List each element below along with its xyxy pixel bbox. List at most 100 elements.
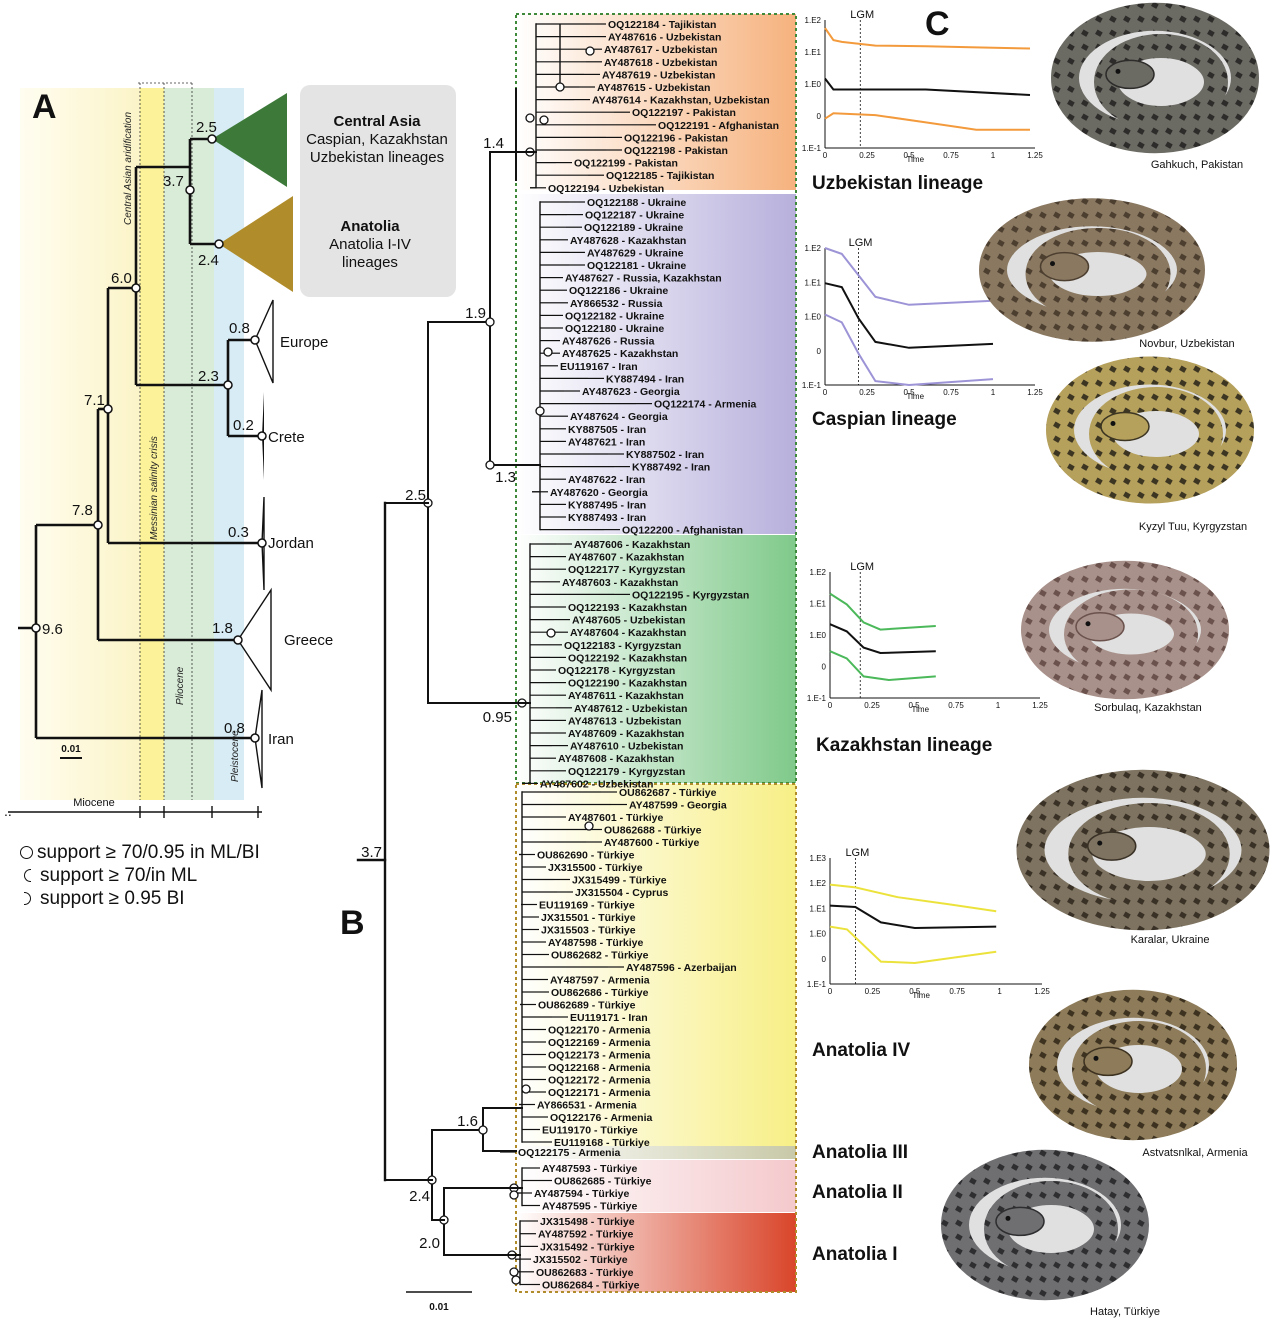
anatolia-title: Anatolia [300, 218, 440, 236]
support-node [536, 407, 544, 415]
y-tick-label: 1.E0 [810, 631, 827, 640]
photo-caption-kyzyl-tuu: Kyzyl Tuu, Kyrgyzstan [1108, 521, 1278, 533]
snake-eye [1094, 1056, 1099, 1061]
snake-head [1076, 613, 1124, 641]
tip-label: KY887505 - Iran [568, 424, 646, 436]
tip-label: OU862689 - Türkiye [538, 1000, 636, 1012]
tip-label: OQ122193 - Kazakhstan [568, 602, 687, 614]
tip-label: OQ122195 - Kyrgyzstan [632, 589, 749, 601]
tip-label: OU862687 - Türkiye [619, 787, 717, 799]
tip-label: AY487606 - Kazakhstan [574, 539, 690, 551]
tip-label: OQ122182 - Ukraine [565, 310, 664, 322]
tip-label: OQ122198 - Pakistan [624, 145, 728, 157]
label-anatolia-iii: Anatolia III [812, 1142, 908, 1164]
tip-label: OU862683 - Türkiye [536, 1267, 634, 1279]
panel-b-label: B [340, 904, 365, 943]
y-tick-label: 1.E0 [805, 313, 822, 322]
tip-label: OQ122185 - Tajikistan [606, 170, 714, 182]
tip-label: AY487627 - Russia, Kazakhstan [565, 273, 722, 285]
tip-label: AY487615 - Uzbekistan [597, 82, 710, 94]
anatolia-callout: Anatolia Anatolia I-IV lineages [300, 218, 440, 272]
support-node [486, 461, 494, 469]
right-half-circle-icon [24, 892, 31, 905]
hpd-lower-line [830, 651, 936, 680]
tip-label: OQ122190 - Kazakhstan [568, 678, 687, 690]
tip-label: OQ122187 - Ukraine [585, 210, 684, 222]
legend-item-both: support ≥ 70/0.95 in ML/BI [20, 841, 260, 864]
x-tick-label: 0.75 [949, 987, 965, 996]
tip-label: KY887492 - Iran [632, 462, 710, 474]
tip-label: OQ122184 - Tajikistan [608, 19, 716, 31]
y-tick-label: 1.E1 [805, 48, 822, 57]
tip-label: OQ122186 - Ukraine [569, 285, 668, 297]
snake-photo-5 [1028, 784, 1266, 928]
snake-eye [1097, 841, 1102, 846]
support-node [486, 318, 494, 326]
tip-label: EU119171 - Iran [570, 1012, 648, 1024]
snake-photo-1 [1064, 17, 1254, 151]
legend-label-both: support ≥ 70/0.95 in ML/BI [37, 842, 260, 863]
y-tick-label: 1.E2 [810, 879, 827, 888]
central-asia-title: Central Asia [292, 113, 462, 131]
y-tick-label: 1.E1 [810, 600, 827, 609]
label-anatolia-iv: Anatolia IV [812, 1040, 910, 1062]
tip-label: AY487596 - Azerbaijan [626, 962, 737, 974]
tip-label: AY487620 - Georgia [550, 487, 648, 499]
y-tick-label: 0 [822, 663, 827, 672]
median-line [825, 79, 1030, 96]
photo-caption-gahkuch: Gahkuch, Pakistan [1112, 159, 1282, 171]
photo-caption-karalar: Karalar, Ukraine [1085, 934, 1255, 946]
y-tick-label: 0 [817, 112, 822, 121]
tip-label: JX315502 - Türkiye [533, 1254, 628, 1266]
tip-label: OU862686 - Türkiye [551, 987, 649, 999]
snake-photo-7 [954, 1164, 1144, 1298]
support-node [526, 114, 534, 122]
snake-eye [1111, 421, 1116, 426]
tip-label: OQ122172 - Armenia [548, 1075, 650, 1087]
legend-label-bi: support ≥ 0.95 BI [40, 888, 185, 909]
support-node [512, 1276, 520, 1284]
node-age: 2.5 [405, 487, 426, 504]
anatolia-sub-2: lineages [300, 254, 440, 272]
x-tick-label: 0.75 [948, 701, 964, 710]
central-asia-sub-1: Caspian, Kazakhstan [292, 131, 462, 149]
x-tick-label: 1.25 [1027, 151, 1043, 160]
lgm-label: LGM [850, 9, 874, 21]
hpd-upper-line [830, 594, 936, 630]
support-node [556, 83, 564, 91]
support-node [540, 116, 548, 124]
tip-label: AY487594 - Türkiye [534, 1188, 630, 1200]
x-tick-label: 0.75 [943, 388, 959, 397]
x-tick-label: 1 [991, 151, 996, 160]
hpd-lower-line [825, 113, 1030, 129]
tip-label: OQ122171 - Armenia [548, 1087, 650, 1099]
skyline-plot-uzbekistan: 1.E21.E11.E001.E-100.250.50.7511.25TimeL… [802, 9, 1043, 164]
photo-caption-astvatsnlkal: Astvatsnlkal, Armenia [1110, 1147, 1280, 1159]
central-asia-callout: Central Asia Caspian, Kazakhstan Uzbekis… [292, 113, 462, 167]
tip-label: OQ122200 - Afghanistan [622, 525, 743, 537]
tip-label: OQ122174 - Armenia [654, 399, 756, 411]
lgm-label: LGM [850, 561, 874, 573]
x-tick-label: 0.25 [859, 151, 875, 160]
lgm-label: LGM [849, 237, 873, 249]
x-tick-label: 1 [991, 388, 996, 397]
x-tick-label: 0.75 [943, 151, 959, 160]
y-tick-label: 1.E0 [805, 80, 822, 89]
tip-label: AY487597 - Armenia [550, 975, 650, 987]
tip-label: OQ122169 - Armenia [548, 1037, 650, 1049]
panel-c-label: C [925, 5, 950, 44]
y-tick-label: 1.E3 [810, 854, 827, 863]
tip-label: OQ122197 - Pakistan [632, 107, 736, 119]
tip-label: AY487604 - Kazakhstan [570, 627, 686, 639]
node-age: 1.3 [495, 469, 516, 486]
x-axis-label: Time [907, 392, 925, 401]
tip-label: OQ122177 - Kyrgyzstan [568, 564, 685, 576]
snake-head [1041, 253, 1089, 281]
snake-photo-6 [1042, 1004, 1232, 1138]
tip-label: KY887502 - Iran [626, 449, 704, 461]
tip-label: AY487593 - Türkiye [542, 1163, 638, 1175]
tip-label: OQ122181 - Ukraine [587, 260, 686, 272]
tip-label: OU862684 - Türkiye [542, 1280, 640, 1292]
y-tick-label: 1.E2 [805, 244, 822, 253]
node-age: 3.7 [361, 844, 382, 861]
